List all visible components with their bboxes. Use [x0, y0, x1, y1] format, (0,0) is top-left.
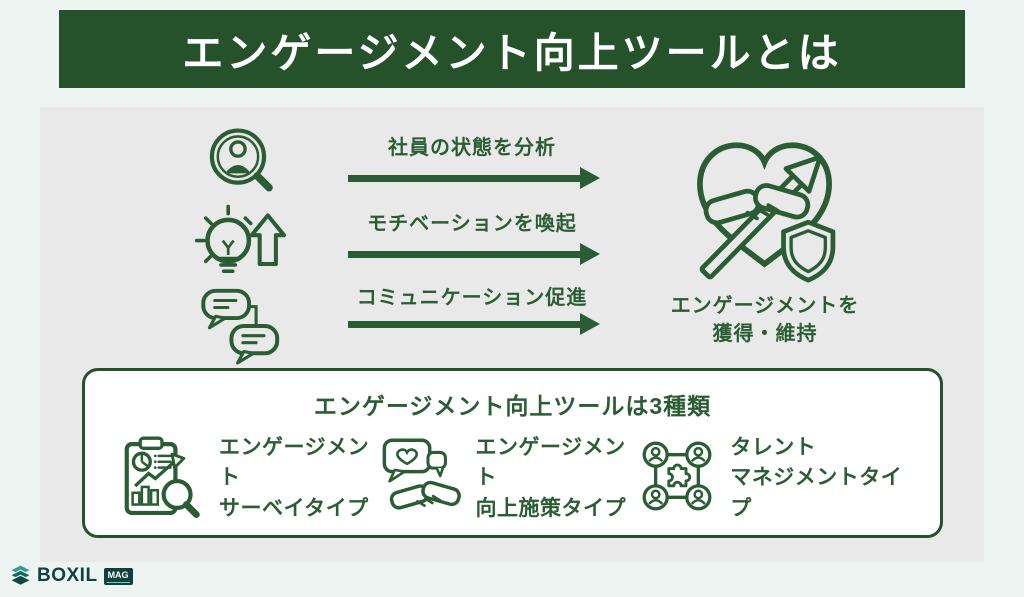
type-item-talent: タレント マネジメントタイプ [634, 433, 910, 524]
lightbulb-growth-icon [188, 201, 290, 296]
step-label-motivation: モチベーションを喚起 [367, 213, 577, 235]
step-label-communication: コミュニケーション促進 [356, 287, 588, 309]
main-diagram-panel: 社員の状態を分析 モチベーションを喚起 コミュニケーション促進 [40, 107, 984, 562]
result-group: エンゲージメントを 獲得・維持 [615, 131, 915, 348]
step-label-analyze: 社員の状態を分析 [388, 137, 556, 159]
type-label-survey: エンゲージメント サーベイタイプ [219, 436, 370, 520]
tool-types-box: エンゲージメント向上ツールは3種類 [82, 368, 943, 538]
flow-arrow-2 [348, 243, 600, 265]
type-item-survey: エンゲージメント サーベイタイプ [115, 433, 377, 524]
survey-report-icon [115, 434, 209, 523]
boxil-layers-icon [8, 564, 33, 588]
type-item-improvement: エンゲージメント 向上施策タイプ [377, 433, 634, 524]
type-label-talent: タレント マネジメントタイプ [730, 436, 903, 520]
boxil-mag-logo: BOXIL MAG [8, 564, 133, 588]
brand-badge: MAG [103, 567, 133, 585]
talent-network-icon [634, 435, 720, 522]
person-search-icon [200, 123, 286, 212]
chat-bubbles-icon [198, 283, 286, 374]
type-label-improvement: エンゲージメント 向上施策タイプ [475, 436, 626, 520]
heart-handshake-growth-shield-icon [670, 131, 860, 288]
types-row: エンゲージメント サーベイタイプ [109, 433, 916, 524]
flow-arrow-3 [348, 313, 600, 335]
brand-name: BOXIL [37, 565, 98, 586]
title-banner: エンゲージメント向上ツールとは [59, 10, 965, 88]
feedback-handshake-icon [377, 435, 465, 522]
types-title: エンゲージメント向上ツールは3種類 [313, 393, 712, 419]
flow-arrow-1 [348, 167, 600, 189]
result-label: エンゲージメントを 獲得・維持 [670, 295, 860, 345]
page-title: エンゲージメント向上ツールとは [182, 30, 842, 76]
